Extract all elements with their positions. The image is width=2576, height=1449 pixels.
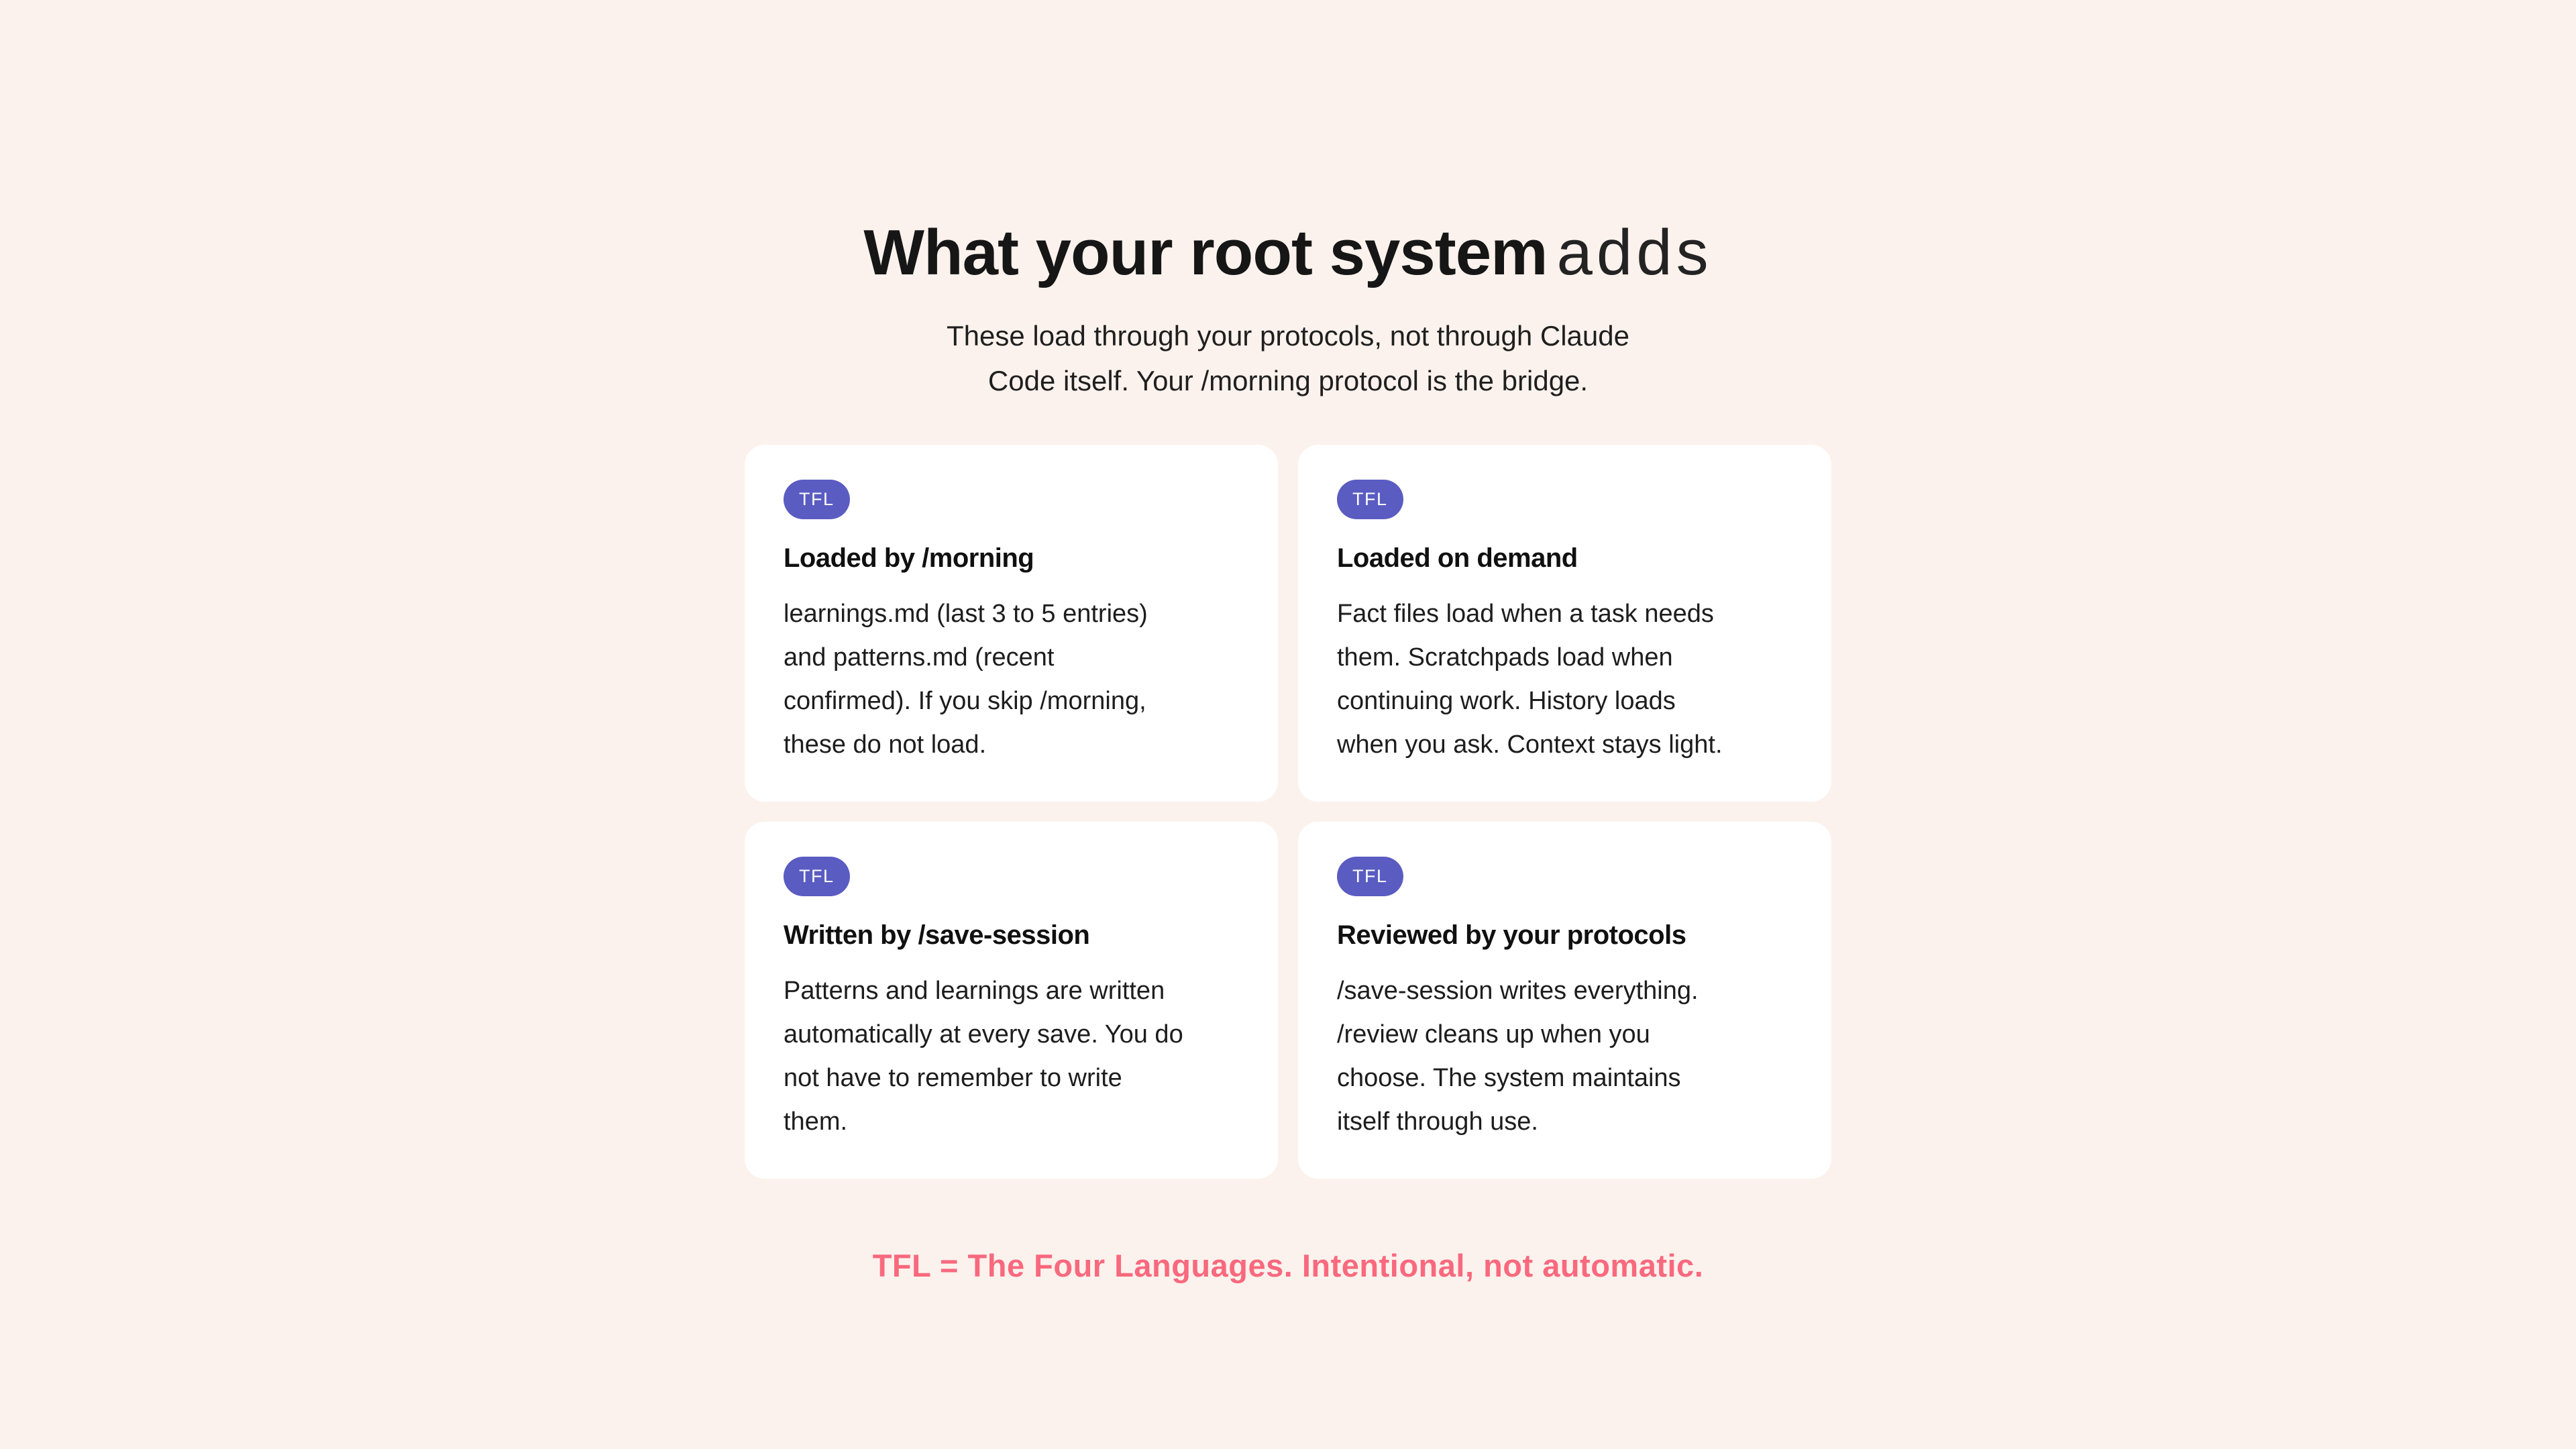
tfl-badge: TFL [1337, 857, 1403, 897]
card-title: Reviewed by your protocols [1337, 920, 1686, 951]
card-grid: TFL Loaded by /morning learnings.md (las… [745, 445, 1831, 1179]
page-title-light: adds [1556, 217, 1713, 288]
card-title: Written by /save-session [784, 920, 1090, 951]
card-body: learnings.md (last 3 to 5 entries) and p… [784, 600, 1148, 759]
card-written-by-save-session: TFL Written by /save-session Patterns an… [745, 822, 1278, 1179]
card-title: Loaded by /morning [784, 543, 1034, 574]
card-title: Loaded on demand [1337, 543, 1578, 574]
card-body: Fact files load when a task needs them. … [1337, 600, 1723, 759]
tfl-badge: TFL [1337, 480, 1403, 520]
card-body: Patterns and learnings are written autom… [784, 977, 1183, 1136]
card-body: /save-session writes everything. /review… [1337, 977, 1699, 1136]
tfl-badge: TFL [784, 480, 850, 520]
page-subtitle-line2: Code itself. Your /morning protocol is t… [987, 365, 1589, 397]
page-title-bold: What your root system [863, 217, 1548, 288]
footer-note: TFL = The Four Languages. Intentional, n… [872, 1248, 1704, 1284]
page-subtitle: These load through your protocols, not t… [745, 313, 1831, 403]
card-loaded-by-morning: TFL Loaded by /morning learnings.md (las… [745, 445, 1278, 802]
card-reviewed-by-protocols: TFL Reviewed by your protocols /save-ses… [1298, 822, 1831, 1179]
page-subtitle-line1: These load through your protocols, not t… [947, 320, 1629, 352]
tfl-badge: TFL [784, 857, 850, 897]
card-loaded-on-demand: TFL Loaded on demand Fact files load whe… [1298, 445, 1831, 802]
